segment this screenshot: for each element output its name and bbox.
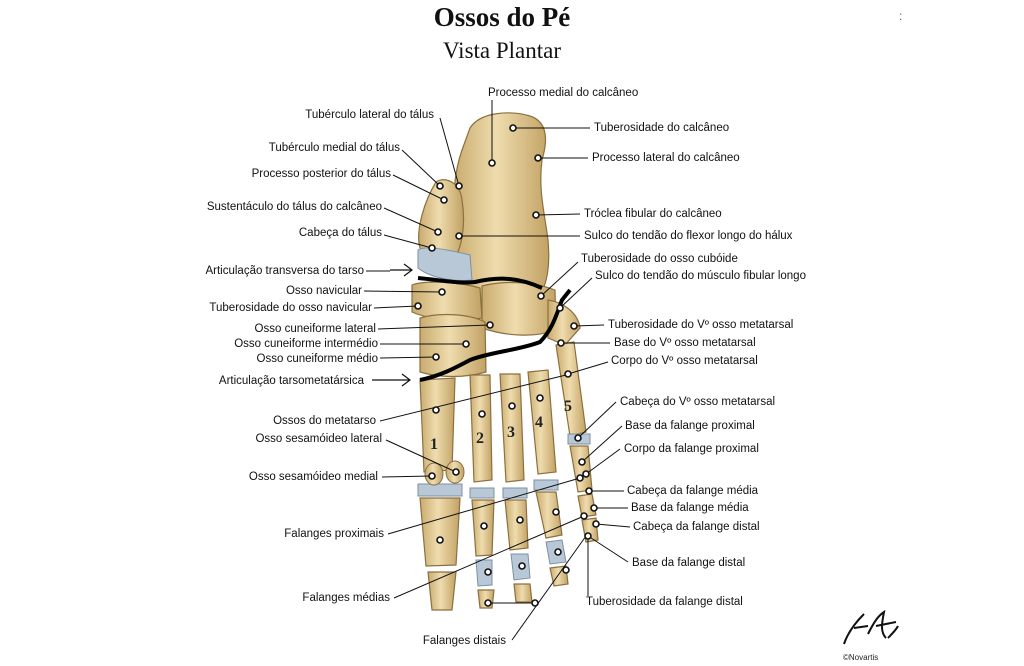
label-sulco-fibular-longo: Sulco do tendão do músculo fibular longo	[595, 270, 806, 282]
label-tuberosidade-v-metatarsal: Tuberosidade do Vº osso metatarsal	[608, 319, 794, 331]
tarsometatarsal-joint-line	[419, 288, 572, 382]
metatarsal-4	[527, 369, 557, 475]
label-tuberosidade-calcaneo: Tuberosidade do calcâneo	[594, 122, 730, 134]
artist-signature	[843, 609, 899, 645]
label-articulacao-tarsometatarsica: Articulação tarsometatársica	[218, 375, 364, 387]
label-cuneiforme-medio: Osso cuneiforme médio	[256, 353, 378, 365]
page-title: Ossos do Pé	[433, 2, 571, 32]
digit-number-3: 3	[507, 424, 515, 441]
label-trochlea-fibular: Tróclea fibular do calcâneo	[584, 208, 722, 220]
label-tuberculo-lateral-talus: Tubérculo lateral do tálus	[305, 109, 434, 121]
label-base-falange-media: Base da falange média	[631, 502, 749, 514]
label-cabeca-talus: Cabeça do tálus	[298, 227, 382, 239]
label-cabeca-falange-distal: Cabeça da falange distal	[633, 521, 760, 533]
label-corpo-falange-proximal: Corpo da falange proximal	[624, 443, 759, 455]
label-base-v-metatarsal: Base do Vº osso metatarsal	[614, 337, 756, 349]
metatarsal-3	[499, 373, 525, 483]
cuboid-bone	[481, 281, 557, 336]
label-sesamoideo-lateral: Osso sesamóideo lateral	[255, 433, 382, 445]
digit-number-2: 2	[476, 430, 484, 447]
label-cabeca-v-metatarsal: Cabeça do Vº osso metatarsal	[620, 396, 776, 408]
label-processo-medial-calcaneo: Processo medial do calcâneo	[488, 87, 639, 99]
middle-phalanx-2	[475, 559, 493, 587]
label-tuberculo-medial-talus: Tubérculo medial do tálus	[268, 142, 400, 154]
metatarsal-5	[555, 341, 587, 437]
digit-number-5: 5	[564, 398, 572, 415]
distal-phalanx-1	[427, 571, 457, 611]
landmark-dots	[414, 124, 600, 607]
transverse-tarsal-joint-line	[417, 276, 543, 290]
leader-lines-left	[363, 117, 587, 641]
proximal-phalanx-5	[569, 445, 593, 493]
digit-number-1: 1	[430, 436, 438, 453]
label-corpo-v-metatarsal: Corpo do Vº osso metatarsal	[611, 355, 758, 367]
label-processo-posterior-talus: Processo posterior do tálus	[251, 168, 391, 180]
label-ossos-metatarso: Ossos do metatarso	[273, 415, 376, 427]
proximal-phalanx-3	[504, 499, 529, 551]
label-tuberosidade-falange-distal: Tuberosidade da falange distal	[586, 596, 743, 608]
label-falanges-medias: Falanges médias	[302, 592, 390, 604]
label-articulacao-transversa: Articulação transversa do tarso	[205, 265, 364, 277]
label-tuberosidade-navicular: Tuberosidade do osso navicular	[209, 302, 372, 314]
mtp-cartilage-1	[417, 483, 463, 497]
credit-text: ©Novartis	[843, 653, 879, 662]
mtp-cartilage-2	[469, 487, 495, 499]
leader-lines-right	[459, 100, 631, 604]
label-sustentaculo-talus: Sustentáculo do tálus do calcâneo	[206, 201, 382, 213]
label-base-falange-proximal: Base da falange proximal	[625, 420, 755, 432]
label-cuneiforme-intermedio: Osso cuneiforme intermédio	[234, 338, 378, 350]
label-falanges-distais: Falanges distais	[422, 635, 506, 647]
transverse-joint-arrow	[390, 263, 413, 277]
distal-phalanx-3	[513, 583, 533, 603]
label-cuneiforme-lateral: Osso cuneiforme lateral	[254, 323, 376, 335]
label-cabeca-falange-media: Cabeça da falange média	[627, 485, 759, 497]
tarsometatarsal-arrow	[372, 373, 411, 387]
page-subtitle: Vista Plantar	[442, 38, 562, 63]
label-tuberosidade-cuboide: Tuberosidade do osso cubóide	[581, 253, 738, 265]
edge-mark: :	[899, 9, 903, 23]
digit-number-4: 4	[535, 414, 543, 431]
label-osso-navicular: Osso navicular	[285, 285, 362, 297]
label-sesamoideo-medial: Osso sesamóideo medial	[248, 471, 378, 483]
middle-phalanx-5	[577, 493, 597, 518]
proximal-phalanx-4	[535, 491, 563, 539]
metatarsal-2	[469, 374, 493, 483]
label-sulco-flexor-halux: Sulco do tendão do flexor longo do hálux	[584, 230, 793, 242]
mtp-cartilage-4	[533, 479, 559, 491]
label-falanges-proximais: Falanges proximais	[284, 528, 384, 540]
proximal-phalanx-1	[419, 497, 461, 567]
label-processo-lateral-calcaneo: Processo lateral do calcâneo	[592, 152, 740, 164]
label-base-falange-distal: Base da falange distal	[632, 557, 746, 569]
